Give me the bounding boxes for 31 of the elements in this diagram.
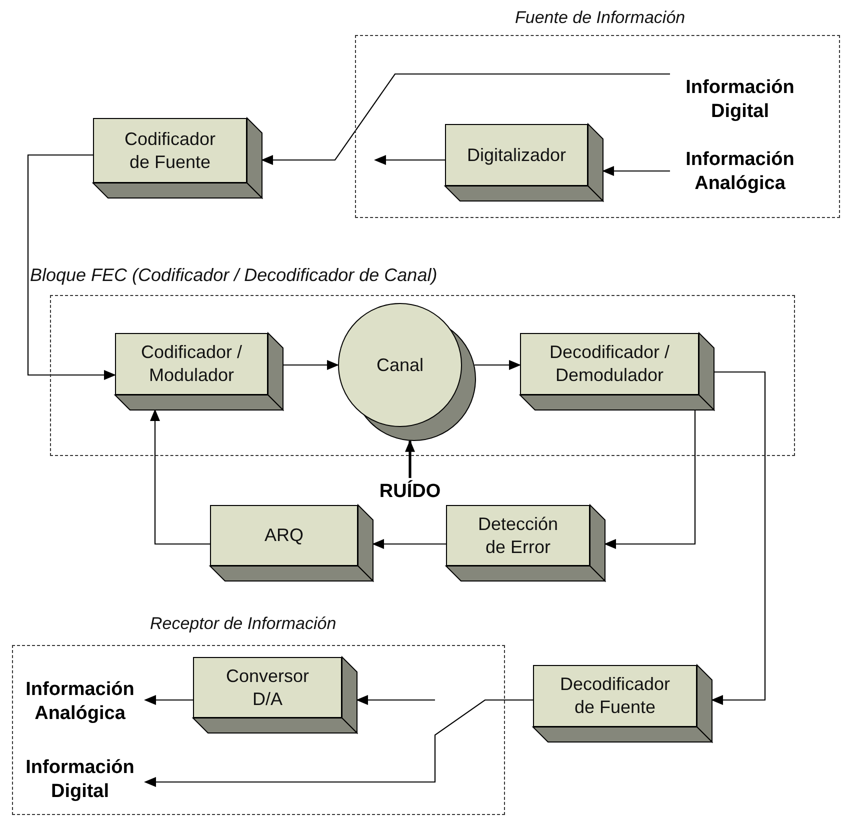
arrow xyxy=(405,440,415,478)
arrow xyxy=(372,539,446,549)
arrow xyxy=(474,360,521,370)
signal-label: Información Digital xyxy=(15,753,145,807)
arrow xyxy=(374,155,445,165)
arrow xyxy=(144,695,193,705)
signal-label: Información Digital xyxy=(670,72,810,128)
group-heading: Receptor de Información xyxy=(150,613,336,635)
block-label: Decodificador de Fuente xyxy=(558,673,672,719)
block-label: Digitalizador xyxy=(466,144,566,166)
arrow xyxy=(283,360,339,370)
arrow xyxy=(604,410,696,549)
arrow xyxy=(602,166,670,176)
arrow xyxy=(27,154,116,380)
block-label: Decodificador / Demodulador xyxy=(548,341,671,387)
arrow xyxy=(356,695,435,705)
block-label: Codificador / Modulador xyxy=(140,341,244,387)
arrow xyxy=(144,699,533,787)
block-label: Conversor D/A xyxy=(224,664,310,710)
arrow xyxy=(261,73,670,165)
noise-label: RUÍDO xyxy=(370,478,450,506)
block-label: Codificador de Fuente xyxy=(123,128,217,174)
signal-label: Información Analógica xyxy=(670,145,810,199)
group-heading: Bloque FEC (Codificador / Decodificador de Canal) xyxy=(30,264,438,287)
arrow xyxy=(150,409,210,545)
arrow xyxy=(711,371,766,705)
group-heading: Fuente de Información xyxy=(515,7,686,29)
signal-label: Información Analógica xyxy=(15,675,145,729)
block-label: Detección de Error xyxy=(476,512,560,558)
block-label: ARQ xyxy=(264,524,304,547)
channel-label: Canal xyxy=(376,354,424,376)
